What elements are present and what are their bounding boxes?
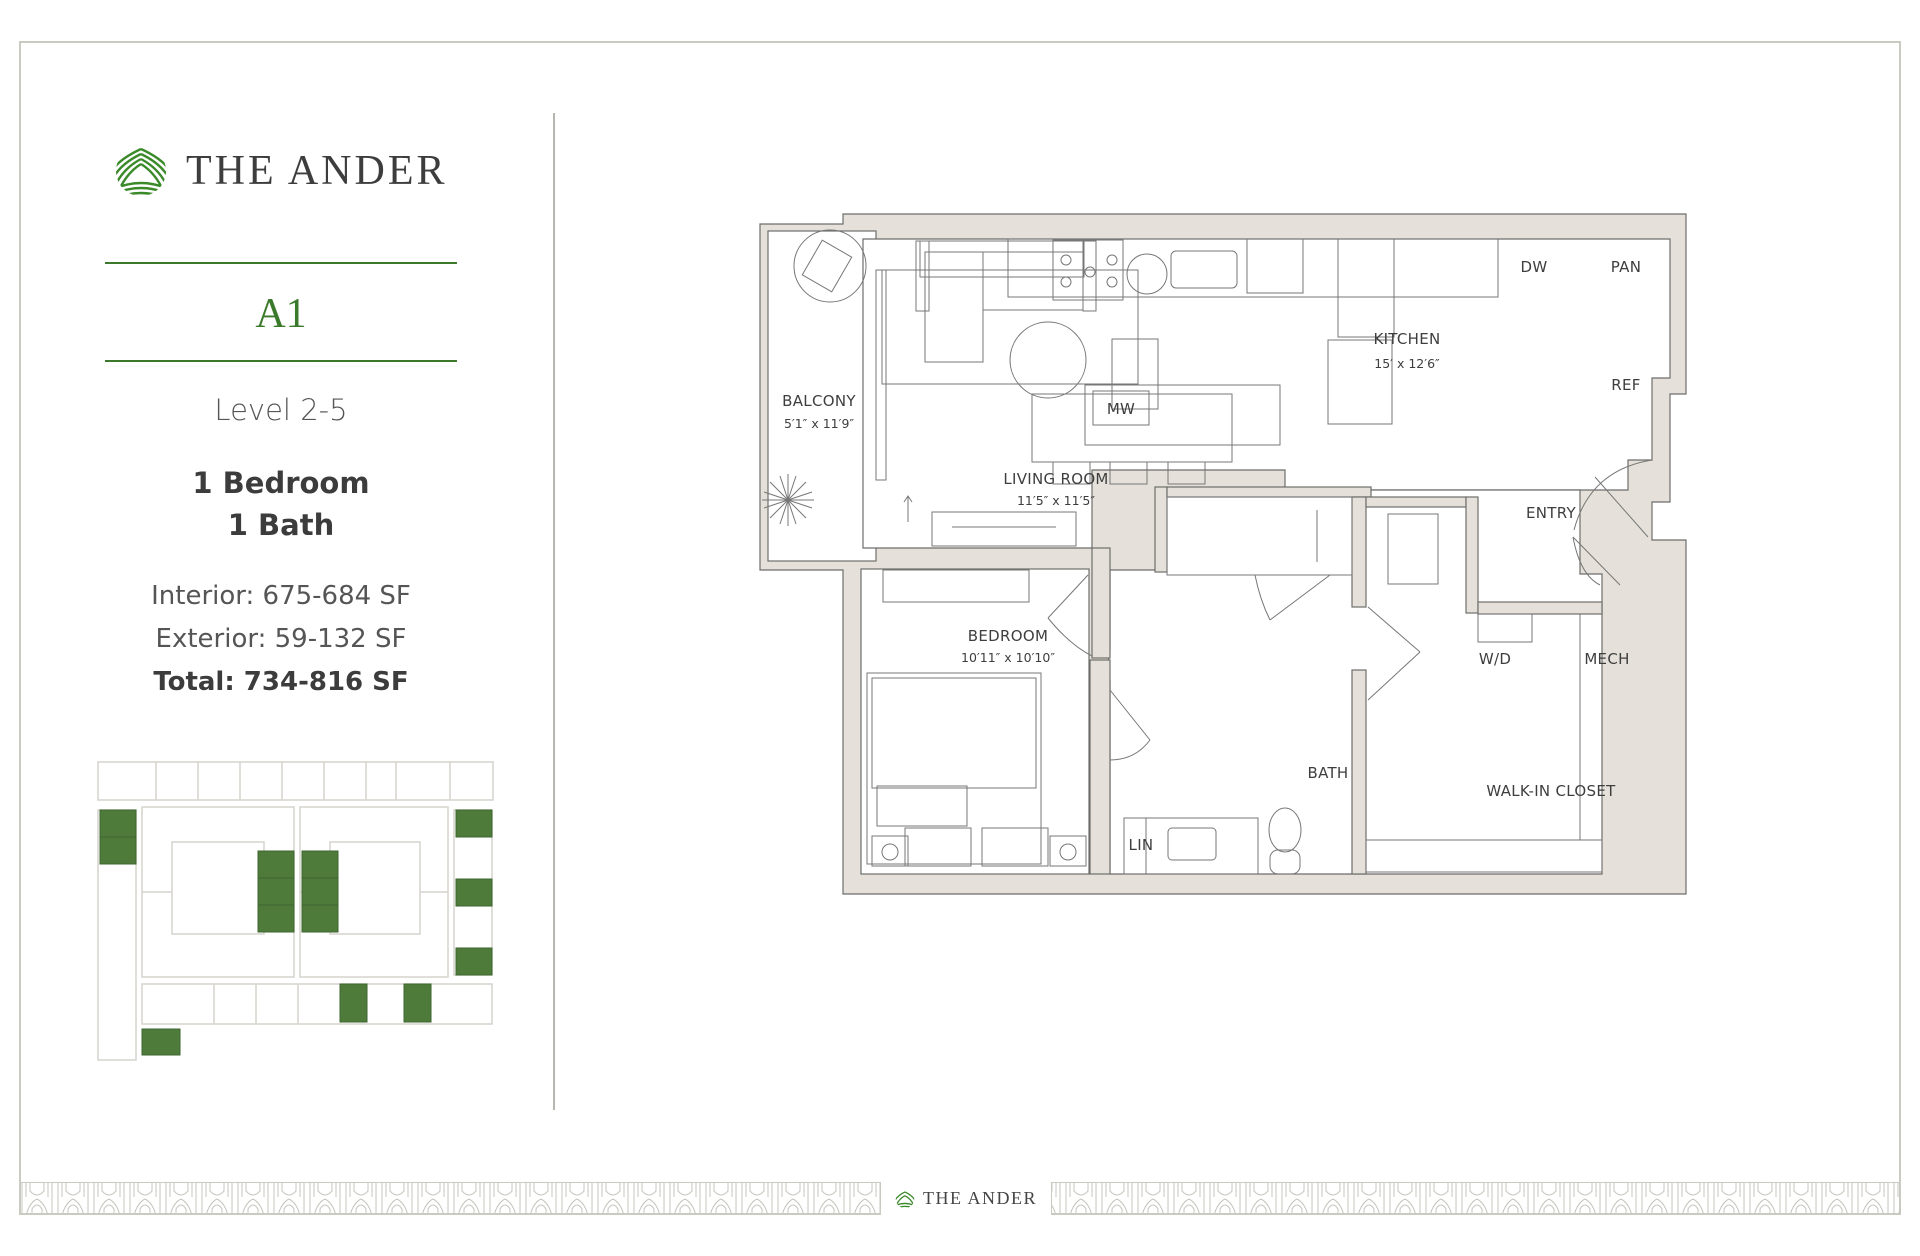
kitchen-dims: 15′ x 12′6″ bbox=[1374, 356, 1440, 371]
brand-name: THE ANDER bbox=[186, 148, 448, 194]
living-room-label: LIVING ROOM bbox=[1003, 470, 1108, 488]
linen-closet-label: LIN bbox=[1129, 836, 1154, 854]
bedroom-dims: 10′11″ x 10′10″ bbox=[961, 650, 1055, 665]
ander-logo-icon bbox=[116, 147, 166, 196]
key-plan-map bbox=[97, 761, 494, 1061]
total-sf: Total: 734-816 SF bbox=[153, 667, 409, 697]
bath-label: BATH bbox=[1307, 764, 1348, 782]
title-rule-top bbox=[105, 262, 457, 264]
ander-logo-icon bbox=[895, 1190, 915, 1208]
walk-in-closet-label: WALK-IN CLOSET bbox=[1486, 782, 1616, 800]
washer-dryer-label: W/D bbox=[1479, 650, 1511, 668]
page-frame bbox=[19, 41, 1901, 1215]
unit-baths: 1 Bath bbox=[227, 508, 335, 542]
title-rule-bottom bbox=[105, 360, 457, 362]
entry-label: ENTRY bbox=[1526, 504, 1577, 522]
microwave-label: MW bbox=[1107, 400, 1135, 418]
kitchen-label: KITCHEN bbox=[1373, 330, 1440, 348]
footer-brand-name: THE ANDER bbox=[923, 1188, 1037, 1208]
bedroom-label: BEDROOM bbox=[968, 627, 1048, 645]
balcony-dims: 5′1″ x 11′9″ bbox=[784, 416, 854, 431]
exterior-sf: Exterior: 59-132 SF bbox=[155, 624, 407, 654]
unit-level: Level 2-5 bbox=[214, 393, 348, 427]
vertical-divider bbox=[553, 113, 555, 1110]
living-room-dims: 11′5″ x 11′5″ bbox=[1017, 493, 1095, 508]
interior-sf: Interior: 675-684 SF bbox=[151, 581, 411, 611]
refrigerator-label: REF bbox=[1611, 376, 1640, 394]
unit-bedrooms: 1 Bedroom bbox=[192, 466, 370, 500]
dishwasher-label: DW bbox=[1521, 258, 1548, 276]
brand-header: THE ANDER bbox=[114, 144, 448, 198]
unit-bed-bath: 1 Bedroom 1 Bath bbox=[105, 462, 457, 546]
unit-square-footage: Interior: 675-684 SF Exterior: 59-132 SF… bbox=[105, 575, 457, 704]
balcony-label: BALCONY bbox=[782, 392, 856, 410]
unit-name: A1 bbox=[255, 291, 307, 337]
mech-label: MECH bbox=[1584, 650, 1629, 668]
floor-plan: BALCONY 5′1″ x 11′9″ LIVING ROOM 11′5″ x… bbox=[759, 213, 1687, 895]
footer-brand: THE ANDER bbox=[880, 1182, 1052, 1215]
pantry-label: PAN bbox=[1611, 258, 1641, 276]
